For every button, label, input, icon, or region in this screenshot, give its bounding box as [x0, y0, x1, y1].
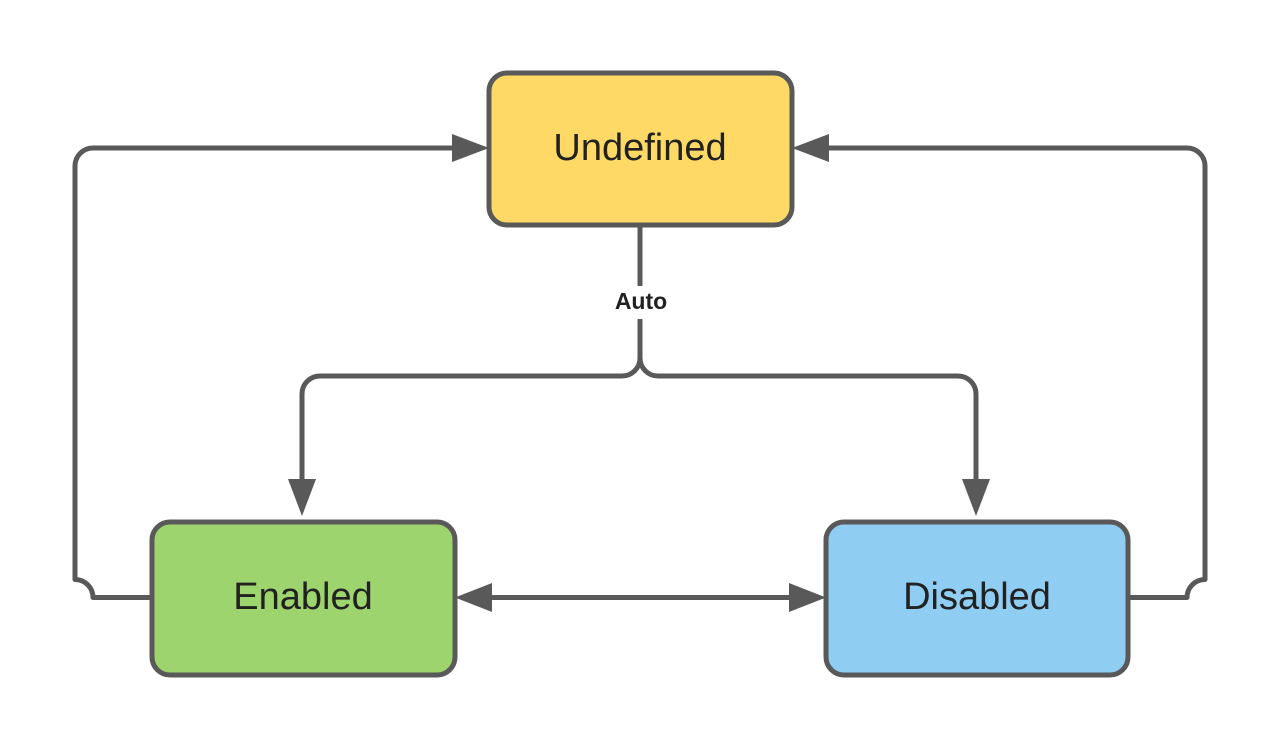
edge-disabled-to-undefined[interactable] — [792, 134, 1208, 600]
edge-enabled-disabled-bidirectional[interactable] — [455, 583, 826, 612]
node-enabled[interactable]: Enabled — [149, 519, 458, 678]
node-disabled-box[interactable] — [823, 519, 1131, 678]
edge-enabled-to-undefined-arrowhead — [452, 134, 489, 162]
edge-auto-to-enabled-line — [299, 373, 622, 492]
edge-label-auto-group: Auto — [595, 286, 687, 319]
edge-auto-to-disabled-arrowhead — [962, 479, 990, 516]
node-enabled-box[interactable] — [149, 519, 458, 678]
edge-disabled-to-undefined-line — [815, 145, 1208, 600]
edge-label-auto-background — [595, 286, 687, 319]
node-disabled[interactable]: Disabled — [823, 519, 1131, 678]
edge-auto-to-disabled[interactable] — [658, 373, 990, 516]
edge-enabled-to-undefined-line — [72, 145, 466, 600]
edge-enabled-disabled-arrowhead-right — [789, 583, 826, 612]
node-undefined-box[interactable] — [486, 70, 795, 228]
edge-undefined-auto-stem[interactable] — [621, 225, 659, 379]
edge-disabled-to-undefined-arrowhead — [792, 134, 829, 162]
node-undefined[interactable]: Undefined — [486, 70, 795, 228]
edge-auto-to-enabled[interactable] — [288, 373, 622, 516]
edge-enabled-disabled-arrowhead-left — [455, 583, 492, 612]
edge-enabled-to-undefined[interactable] — [72, 134, 489, 600]
node-layer: Undefined Enabled Disabled — [149, 70, 1131, 678]
edge-auto-to-disabled-line — [658, 373, 979, 492]
edge-auto-to-enabled-arrowhead — [288, 479, 316, 516]
edge-undefined-auto-stem-line-mirror — [621, 357, 643, 379]
